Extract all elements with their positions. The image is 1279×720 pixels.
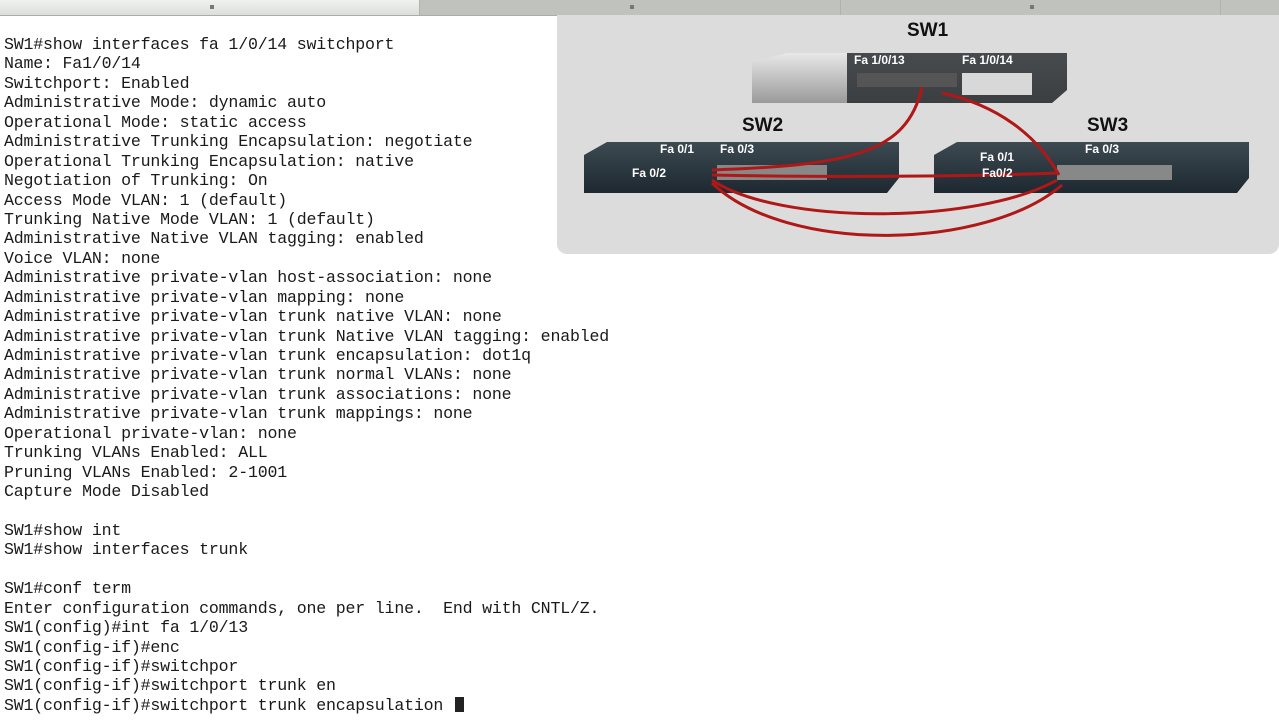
tab-icon — [630, 5, 635, 9]
terminal-line: SW1#show interfaces trunk — [4, 540, 248, 560]
terminal-line: Operational private-vlan: none — [4, 423, 297, 443]
topology-graphic — [584, 53, 1249, 237]
terminal-line — [4, 560, 609, 579]
terminal-line: Name: Fa1/0/14 — [4, 54, 141, 74]
tab-icon — [1030, 5, 1035, 9]
terminal-line: Administrative Native VLAN tagging: enab… — [4, 229, 424, 249]
port-label: Fa 0/3 — [720, 142, 755, 156]
terminal-line: SW1(config-if)#switchport trunk en — [4, 676, 336, 696]
terminal-line: SW1(config-if)#enc — [4, 637, 180, 657]
port-label: Fa 0/1 — [660, 142, 695, 156]
port-label: Fa0/2 — [982, 166, 1013, 180]
terminal-line: Administrative private-vlan trunk mappin… — [4, 404, 473, 424]
port-label: Fa 0/3 — [1085, 142, 1120, 156]
tab-2[interactable] — [420, 0, 841, 15]
tab-3[interactable] — [841, 0, 1222, 15]
cable-sw2-sw3-b — [711, 178, 1058, 216]
terminal-line: SW1#show int — [4, 520, 122, 540]
terminal-line: Operational Trunking Encapsulation: nati… — [4, 151, 414, 171]
network-topology-diagram: SW1 SW2 SW3 Fa 1/0/13 Fa 1/0/14 Fa 0/1 F… — [557, 15, 1279, 254]
terminal-line: Administrative Trunking Encapsulation: n… — [4, 132, 473, 152]
terminal-line: Capture Mode Disabled — [4, 482, 209, 502]
terminal-line: Administrative private-vlan trunk Native… — [4, 326, 609, 346]
terminal-line: Administrative private-vlan mapping: non… — [4, 287, 405, 307]
terminal-line: Administrative private-vlan trunk encaps… — [4, 346, 531, 365]
port-label: Fa 0/1 — [980, 150, 1015, 164]
terminal-line: Pruning VLANs Enabled: 2-1001 — [4, 462, 287, 482]
switch-sw3 — [934, 142, 1249, 193]
terminal-line: Administrative Mode: dynamic auto — [4, 93, 327, 113]
tab-overflow-button[interactable] — [1221, 0, 1279, 15]
port-label: Fa 1/0/14 — [962, 53, 1013, 67]
terminal-line — [4, 502, 609, 521]
tab-1[interactable] — [0, 0, 421, 15]
cable-sw2-sw3-c — [710, 181, 1063, 237]
switch-sw1 — [752, 53, 1067, 103]
port-label: Fa 1/0/13 — [854, 53, 905, 67]
sw3-label: SW3 — [1087, 115, 1129, 136]
terminal-line: Administrative private-vlan host-associa… — [4, 268, 492, 288]
terminal-line: Negotiation of Trunking: On — [4, 171, 268, 191]
terminal-line: SW1(config)#int fa 1/0/13 — [4, 618, 248, 638]
terminal-line: Operational Mode: static access — [4, 112, 307, 132]
terminal-line: SW1(config-if)#switchpor — [4, 657, 239, 676]
port-label: Fa 0/2 — [632, 166, 667, 180]
terminal-line: Trunking Native Mode VLAN: 1 (default) — [4, 209, 375, 229]
terminal-line: Administrative private-vlan trunk normal… — [4, 365, 512, 385]
terminal-line: Voice VLAN: none — [4, 248, 161, 268]
terminal-line: SW1#show interfaces fa 1/0/14 switchport — [4, 35, 395, 54]
terminal-line: SW1(config-if)#switchport trunk encapsul… — [4, 696, 609, 715]
tab-bar — [0, 0, 1279, 16]
terminal-line: Access Mode VLAN: 1 (default) — [4, 190, 287, 210]
terminal-line: Trunking VLANs Enabled: ALL — [4, 443, 268, 463]
terminal-cursor — [454, 696, 464, 712]
tab-icon — [209, 5, 214, 9]
terminal-line: Administrative private-vlan trunk native… — [4, 307, 502, 327]
sw2-label: SW2 — [742, 115, 784, 136]
cable-sw2-sw3-a — [711, 171, 1058, 178]
terminal-line: Administrative private-vlan trunk associ… — [4, 384, 512, 404]
cable-sw1-sw3 — [941, 91, 1061, 176]
terminal-output[interactable]: SW1#show interfaces fa 1/0/14 switchport… — [4, 35, 609, 715]
cable-sw1-sw2 — [711, 86, 924, 172]
terminal-line: Switchport: Enabled — [4, 73, 190, 93]
terminal-line: Enter configuration commands, one per li… — [4, 598, 600, 618]
cables — [710, 86, 1063, 237]
sw1-label: SW1 — [907, 20, 949, 41]
terminal-line: SW1#conf term — [4, 579, 131, 599]
